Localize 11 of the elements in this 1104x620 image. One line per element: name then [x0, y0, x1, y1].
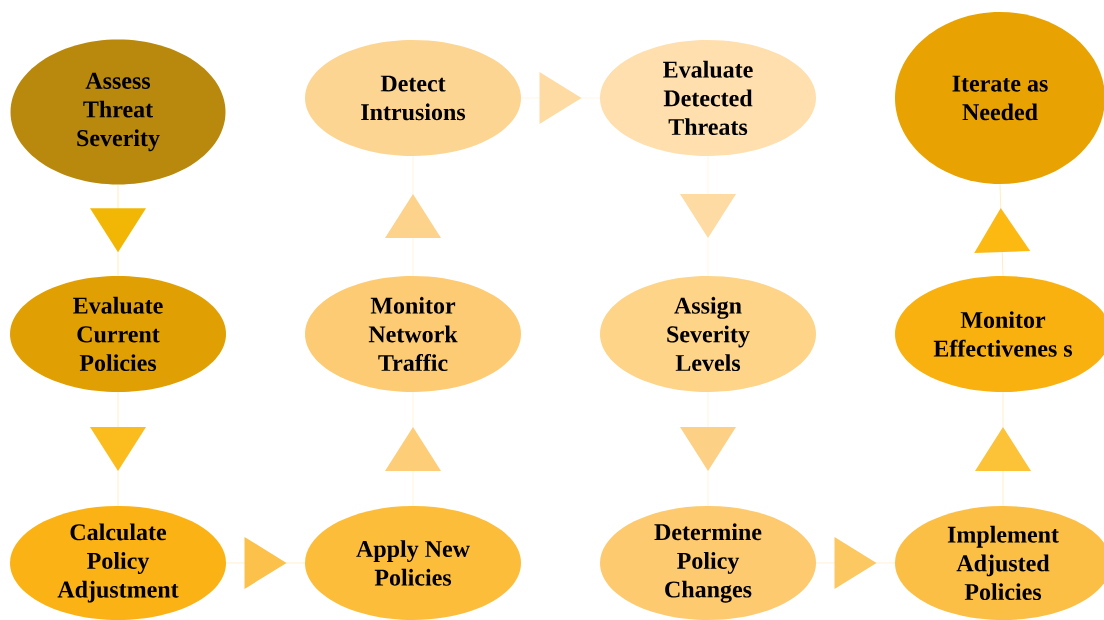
arrow — [385, 156, 441, 276]
arrow — [816, 537, 895, 589]
arrow — [521, 72, 600, 124]
arrow — [385, 392, 441, 506]
arrow — [680, 156, 736, 276]
arrow — [226, 537, 305, 589]
arrow — [974, 184, 1031, 276]
arrow — [90, 184, 146, 276]
arrow — [975, 392, 1031, 506]
arrow — [680, 392, 736, 506]
arrow — [90, 392, 146, 506]
